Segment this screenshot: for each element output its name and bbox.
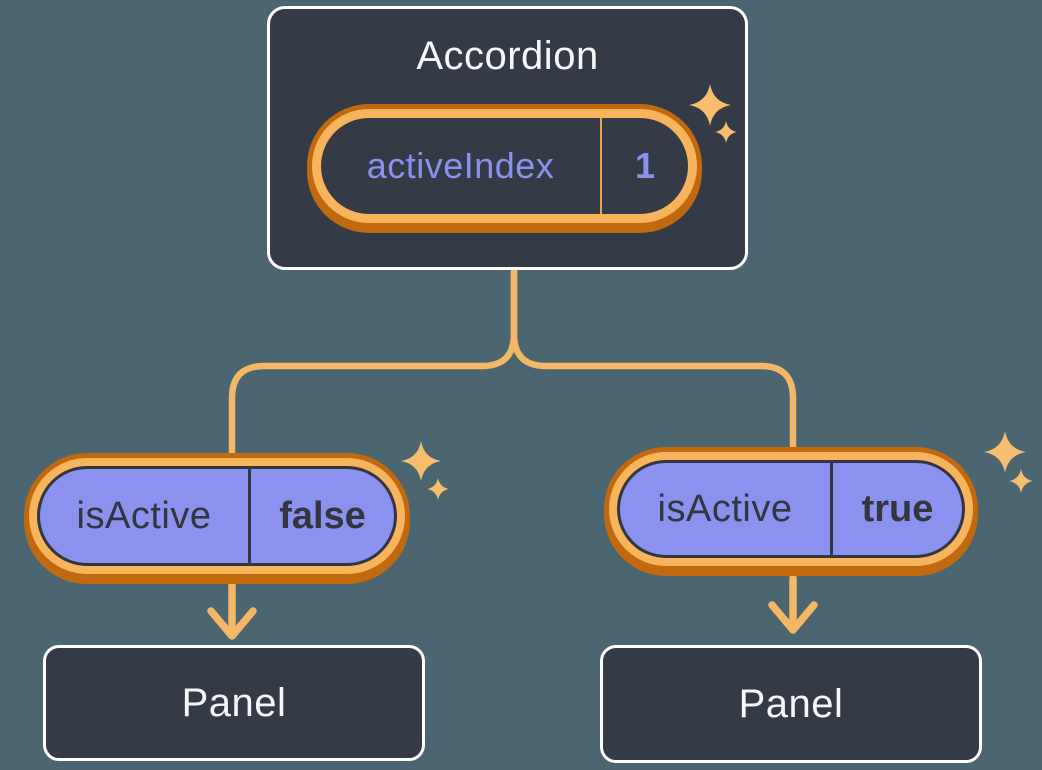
component-title: Accordion <box>416 34 599 78</box>
accordion-component-box: Accordion activeIndex 1 <box>267 6 748 270</box>
prop-value: false <box>279 494 366 537</box>
state-name-cell: isActive <box>620 463 833 555</box>
prop-name: isActive <box>76 494 212 537</box>
prop-name: isActive <box>657 487 793 530</box>
state-pill-isactive-false: isActive false <box>29 458 405 574</box>
state-name-cell: activeIndex <box>321 118 602 214</box>
panel-label: Panel <box>738 681 844 726</box>
prop-value: 1 <box>634 145 656 186</box>
state-name-cell: isActive <box>40 469 251 563</box>
panel-box-left: Panel <box>43 645 425 761</box>
sparkle-icon <box>984 431 1033 493</box>
panel-label: Panel <box>181 680 287 725</box>
state-value-cell: true <box>833 463 962 555</box>
state-pill-activeindex: activeIndex 1 <box>312 109 697 223</box>
state-pill-isactive-true: isActive true <box>609 452 973 566</box>
sparkle-icon <box>401 441 449 500</box>
arrow-left-head <box>207 607 257 640</box>
fork-wire-right <box>510 270 797 451</box>
prop-value: true <box>861 487 934 530</box>
sparkle-icon <box>689 84 737 143</box>
panel-box-right: Panel <box>600 645 982 763</box>
prop-name: activeIndex <box>366 145 555 186</box>
fork-wire-left <box>228 270 518 457</box>
state-value-cell: 1 <box>602 118 688 214</box>
arrow-right-head <box>768 601 818 634</box>
state-value-cell: false <box>251 469 394 563</box>
